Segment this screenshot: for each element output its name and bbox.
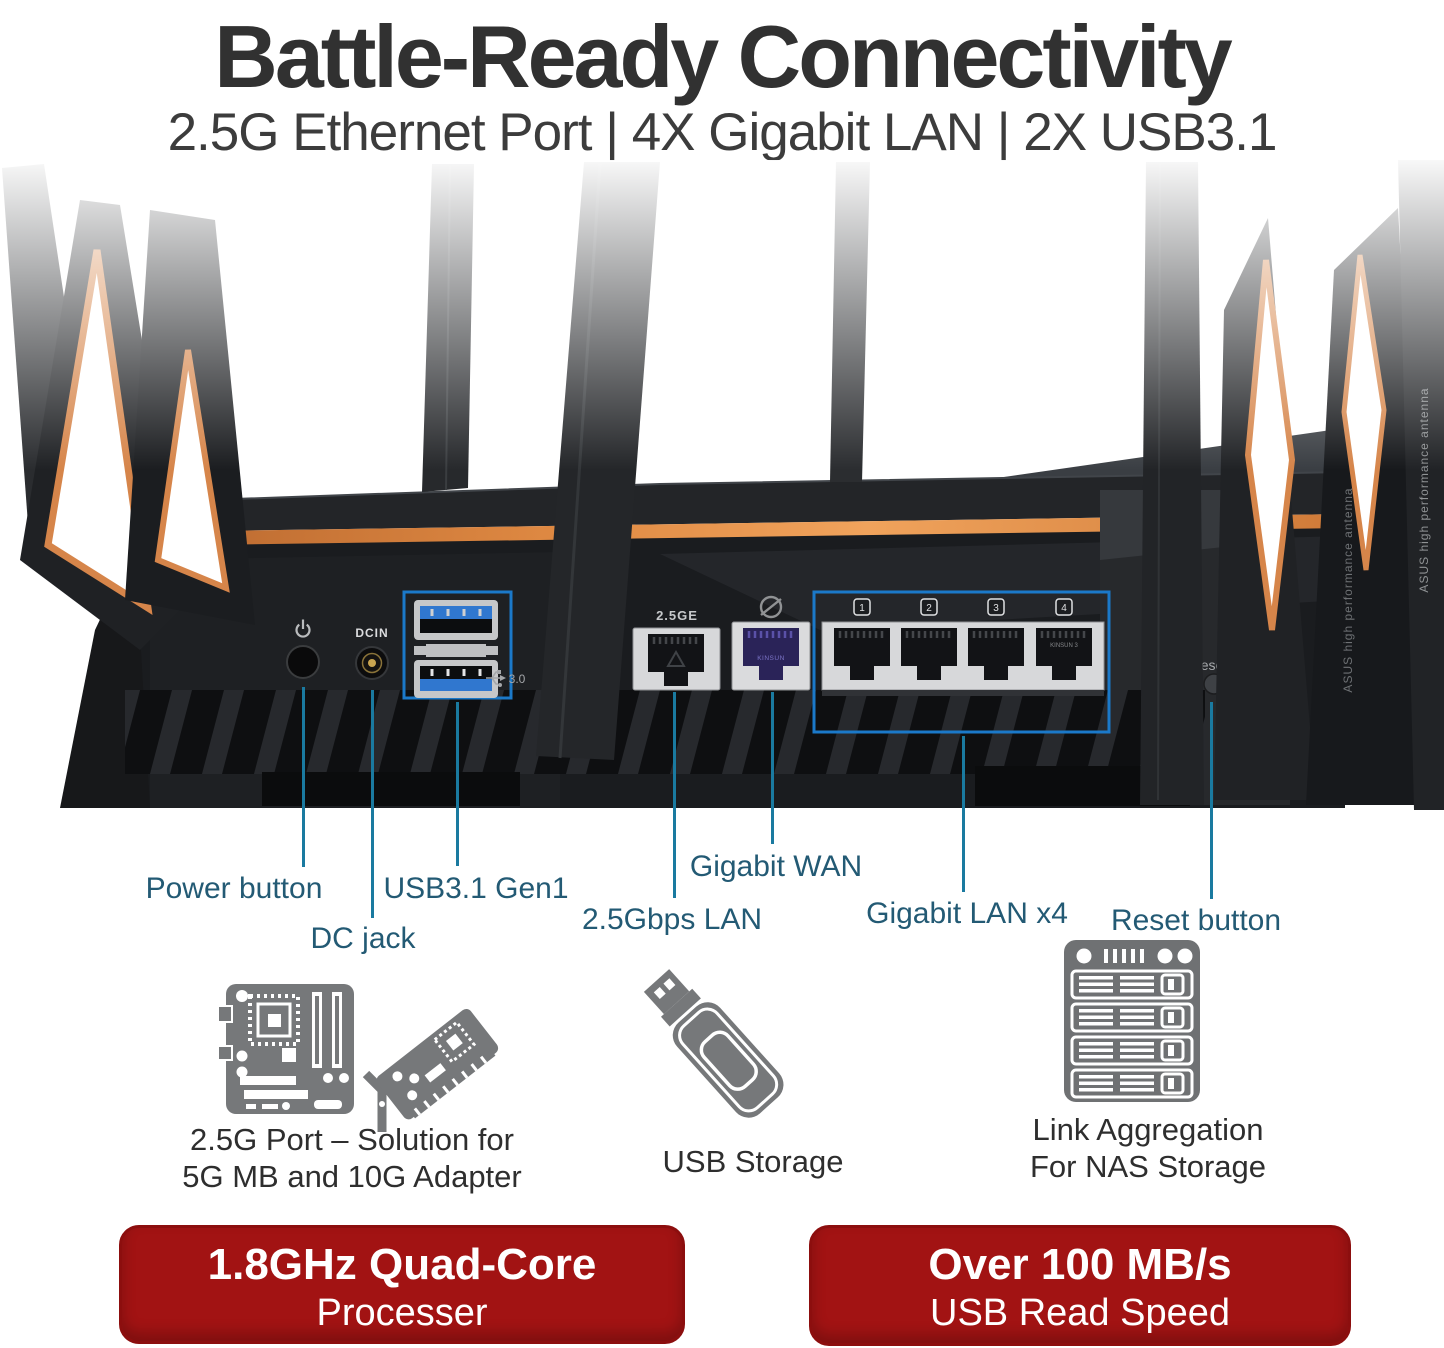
callout-label-usb: USB3.1 Gen1 — [383, 872, 569, 905]
dc-jack — [355, 646, 389, 680]
router-foot-left — [262, 772, 520, 806]
callout-label-dc: DC jack — [310, 922, 416, 955]
usb-port-bottom — [414, 660, 498, 698]
lan-port-number-badges: 1 2 3 4 — [853, 598, 1073, 616]
banner-usb-speed-line1: Over 100 MB/s — [928, 1240, 1232, 1289]
usb3-speed-label: 3.0 — [509, 672, 526, 686]
lan-highlight-box — [812, 590, 1111, 734]
feature-caption-nas-line2: For NAS Storage — [1029, 1148, 1267, 1184]
callout-line-usb — [456, 702, 459, 866]
banner-usb-speed: Over 100 MB/s USB Read Speed — [809, 1225, 1351, 1346]
callout-label-25g: 2.5Gbps LAN — [581, 903, 763, 936]
photo-white-fade — [0, 160, 1444, 470]
callout-label-lan: Gigabit LAN x4 — [866, 897, 1068, 930]
callout-label-reset: Reset button — [1110, 904, 1282, 937]
antenna-side-text-2: ASUS high performance antenna — [1341, 487, 1355, 692]
svg-text:2: 2 — [926, 603, 932, 614]
motherboard-icon — [218, 984, 354, 1114]
callout-label-wan: Gigabit WAN — [689, 850, 863, 883]
feature-caption-usb: USB Storage — [663, 1144, 844, 1181]
feature-caption-25g-line1: 2.5G Port – Solution for — [190, 1122, 514, 1157]
wan-port: KINSUN — [731, 621, 811, 691]
banner-cpu-line2: Processer — [316, 1292, 488, 1334]
svg-text:1: 1 — [859, 603, 865, 614]
svg-text:KINSUN 3: KINSUN 3 — [1050, 643, 1078, 649]
callout-line-wan — [771, 692, 774, 844]
dcin-label: DCIN — [355, 626, 388, 640]
power-button — [286, 645, 320, 679]
banner-cpu: 1.8GHz Quad-Core Processer — [119, 1225, 685, 1344]
callout-label-power: Power button — [145, 872, 323, 905]
feature-caption-usb-line1: USB Storage — [662, 1144, 844, 1179]
feature-caption-nas: Link Aggregation For NAS Storage — [1030, 1112, 1266, 1185]
port-panel: DCIN — [286, 590, 1227, 734]
callout-line-reset — [1210, 702, 1213, 899]
pcie-adapter-icon — [362, 1008, 499, 1132]
power-icon — [295, 619, 311, 638]
feature-caption-25g-line2: 5G MB and 10G Adapter — [182, 1158, 522, 1194]
svg-text:3: 3 — [993, 603, 999, 614]
port-25ge-label: 2.5GE — [656, 608, 698, 623]
feature-caption-25g: 2.5G Port – Solution for 5G MB and 10G A… — [182, 1122, 522, 1195]
callout-line-25g — [673, 692, 676, 898]
callout-line-lan — [962, 736, 965, 892]
callout-line-power — [302, 687, 305, 867]
wan-globe-icon — [759, 595, 783, 619]
page-subtitle: 2.5G Ethernet Port | 4X Gigabit LAN | 2X… — [167, 103, 1278, 162]
svg-text:KINSUN: KINSUN — [757, 655, 785, 662]
usb-drive-icon — [643, 969, 784, 1118]
banner-usb-speed-line2: USB Read Speed — [930, 1292, 1230, 1334]
banner-cpu-line1: 1.8GHz Quad-Core — [207, 1240, 597, 1289]
nas-server-icon — [1064, 940, 1200, 1102]
callout-line-dc — [371, 690, 374, 918]
svg-text:4: 4 — [1061, 603, 1067, 614]
router-back-panel-photo: DCIN — [0, 160, 1444, 810]
usb3-trident-icon — [486, 670, 506, 687]
usb-port-top — [414, 600, 498, 640]
feature-caption-nas-line1: Link Aggregation — [1032, 1112, 1264, 1147]
lan-ports: KINSUN 3 — [821, 621, 1105, 696]
page-title: Battle-Ready Connectivity — [214, 7, 1232, 106]
port-25ge — [632, 627, 721, 691]
